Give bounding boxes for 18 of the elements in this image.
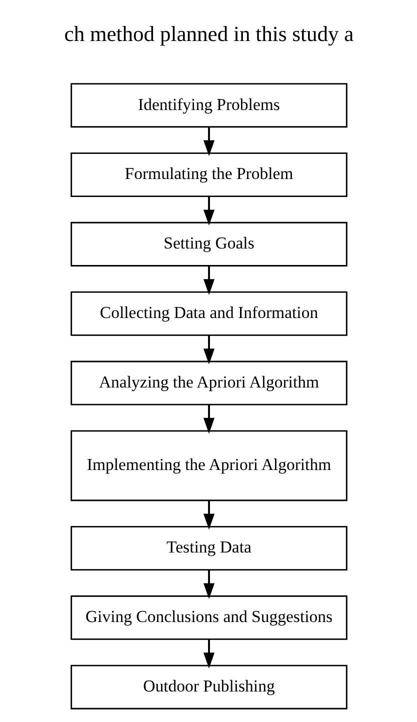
arrow bbox=[202, 404, 214, 434]
node-box: Collecting Data and Information bbox=[70, 290, 347, 336]
arrow bbox=[202, 265, 214, 294]
node-box: Giving Conclusions and Suggestions bbox=[70, 594, 347, 640]
arrow bbox=[202, 126, 214, 156]
arrow bbox=[202, 500, 214, 530]
node-box: Formulating the Problem bbox=[70, 152, 347, 197]
node-box: Implementing the Apriori Algorithm bbox=[70, 430, 347, 501]
arrow bbox=[202, 334, 214, 364]
arrow bbox=[202, 638, 214, 668]
node-box: Outdoor Publishing bbox=[70, 664, 347, 709]
arrow bbox=[202, 569, 214, 599]
node-box: Testing Data bbox=[70, 525, 347, 570]
label: ch method planned in this study a bbox=[64, 22, 354, 46]
node-box: Analyzing the Apriori Algorithm bbox=[70, 360, 347, 405]
arrow bbox=[202, 196, 214, 226]
node-box: Identifying Problems bbox=[70, 82, 347, 128]
node-box: Setting Goals bbox=[70, 221, 347, 266]
